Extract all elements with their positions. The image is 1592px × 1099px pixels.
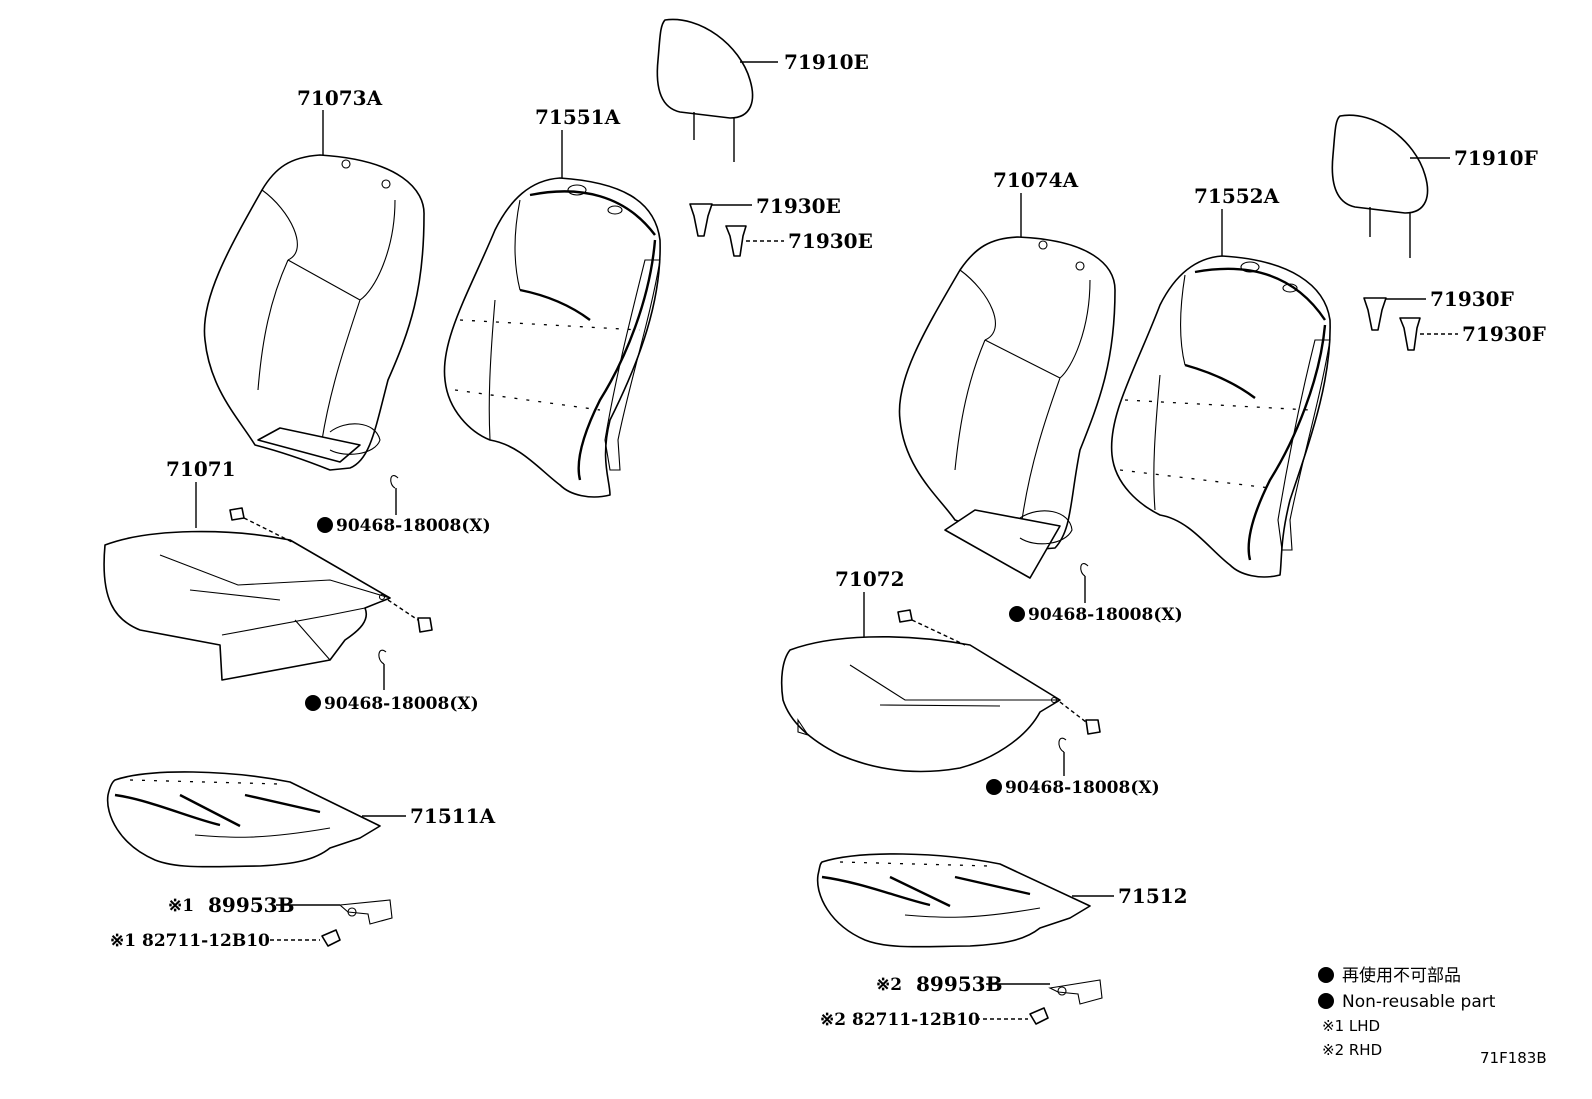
hog-ring-right-back: [1080, 563, 1089, 577]
headrest-right: [1331, 114, 1429, 258]
label-89953b-left-prefix: ※1: [168, 896, 194, 916]
legend-bullet-2: [1318, 993, 1334, 1009]
label-89953b-left: 89953B: [208, 893, 294, 917]
label-71910e: 71910E: [784, 50, 869, 74]
legend-non-reusable-en: Non-reusable part: [1342, 992, 1496, 1012]
label-71552a: 71552A: [1194, 184, 1280, 208]
seatback-pad-left: [443, 177, 661, 498]
label-hog-left-back: 90468-18008(X): [336, 516, 491, 536]
label-71512: 71512: [1118, 884, 1188, 908]
label-71910f: 71910F: [1454, 146, 1538, 170]
clip-right-top: [897, 609, 913, 623]
cushion-cover-right: [780, 635, 1061, 773]
hog-ring-left-cushion: [378, 649, 387, 665]
dash-right-bottom: [1059, 701, 1087, 723]
hog-ring-right-cushion: [1058, 737, 1067, 753]
label-hog-right-back: 90468-18008(X): [1028, 605, 1183, 625]
headrest-guide-right-a: [1363, 297, 1387, 331]
label-71930e-a: 71930E: [756, 194, 841, 218]
cushion-cover-left: [103, 530, 391, 681]
seatback-pad-right: [1110, 255, 1331, 578]
legend-non-reusable-jp: 再使用不可部品: [1342, 965, 1461, 986]
non-reusable-mark-3: [1009, 606, 1025, 622]
label-82711-left: ※1 82711-12B10: [110, 931, 270, 951]
hog-ring-left-back: [390, 475, 399, 489]
non-reusable-mark-2: [305, 695, 321, 711]
label-71551a: 71551A: [535, 105, 621, 129]
dash-left-bottom: [387, 599, 419, 621]
clip-82711-right: [1029, 1007, 1049, 1025]
headrest-guide-right-b: [1399, 317, 1421, 351]
non-reusable-mark-4: [986, 779, 1002, 795]
label-71073a: 71073A: [297, 86, 383, 110]
label-89953b-right-prefix: ※2: [876, 975, 902, 995]
label-71930f-b: 71930F: [1462, 322, 1546, 346]
label-hog-right-cushion: 90468-18008(X): [1005, 778, 1160, 798]
seatback-cover-right: [898, 236, 1116, 579]
label-71511a: 71511A: [410, 804, 496, 828]
dash-right-top: [911, 619, 966, 646]
clip-left-bottom: [417, 617, 433, 633]
cushion-pad-right: [816, 853, 1091, 948]
label-89953b-right: 89953B: [916, 972, 1002, 996]
legend: 再使用不可部品 Non-reusable part ※1 LHD ※2 RHD: [1318, 965, 1496, 1059]
label-82711-right: ※2 82711-12B10: [820, 1010, 980, 1030]
label-71072: 71072: [835, 567, 905, 591]
dash-left-top: [243, 517, 293, 543]
legend-note-2: ※2 RHD: [1322, 1041, 1382, 1059]
reference-code: 71F183B: [1480, 1049, 1547, 1067]
label-71930e-b: 71930E: [788, 229, 873, 253]
headrest-guide-left-b: [725, 225, 747, 257]
headrest-left: [656, 18, 754, 162]
clip-left-top: [229, 507, 245, 521]
label-hog-left-cushion: 90468-18008(X): [324, 694, 479, 714]
label-71071: 71071: [166, 457, 236, 481]
sensor-left: [338, 899, 393, 925]
label-71074a: 71074A: [993, 168, 1079, 192]
legend-bullet-1: [1318, 967, 1334, 983]
label-71930f-a: 71930F: [1430, 287, 1514, 311]
legend-note-1: ※1 LHD: [1322, 1017, 1380, 1035]
sensor-right: [1048, 979, 1103, 1005]
clip-82711-left: [321, 929, 341, 947]
headrest-guide-left-a: [689, 203, 713, 237]
seatback-cover-left: [203, 154, 425, 471]
non-reusable-mark-1: [317, 517, 333, 533]
clip-right-bottom: [1085, 719, 1101, 735]
cushion-pad-left: [106, 771, 381, 868]
